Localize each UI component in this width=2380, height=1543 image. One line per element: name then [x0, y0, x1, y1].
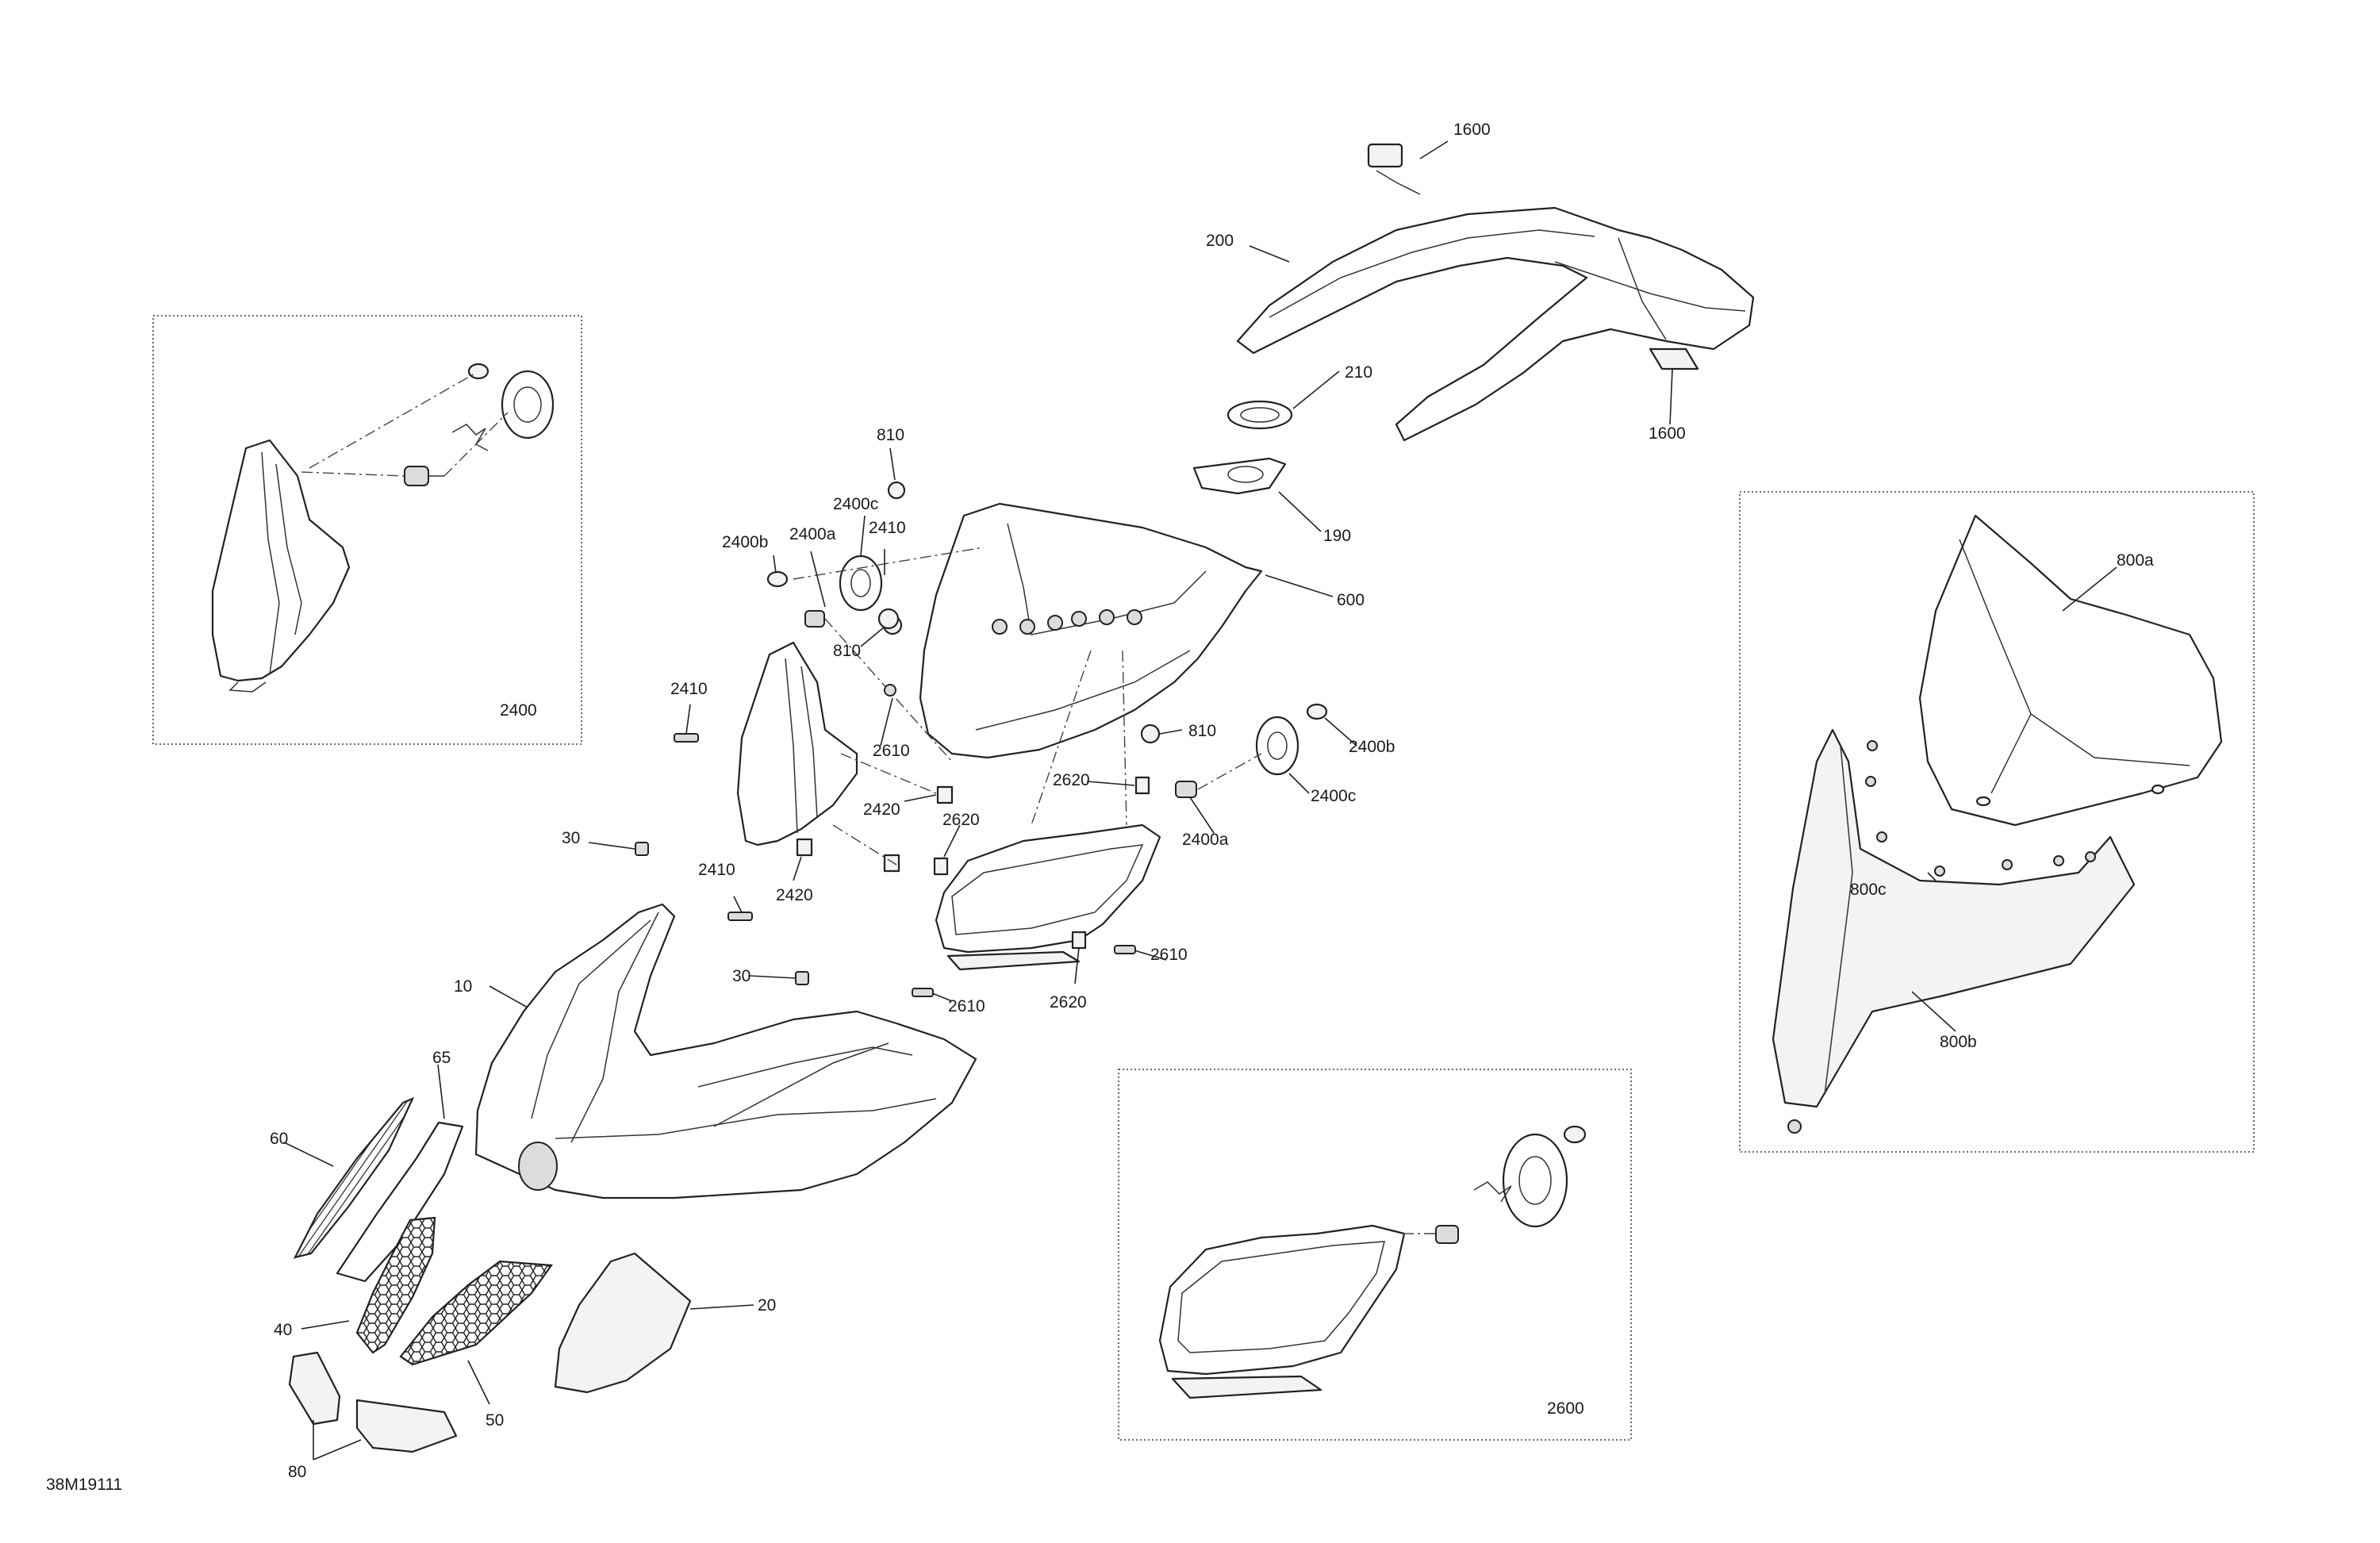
- clip-2420-right: [883, 854, 900, 873]
- reflector-80-lower: [355, 1399, 458, 1453]
- clip-2620-left: [933, 857, 949, 876]
- callout-80: 80: [288, 1463, 306, 1481]
- callout-30-upper: 30: [562, 829, 580, 847]
- left-headlamp-2400: [736, 641, 858, 846]
- callout-10: 10: [454, 977, 472, 996]
- callout-50: 50: [486, 1411, 504, 1430]
- screw-2410-left: [674, 733, 699, 743]
- clip-2620-lower: [1071, 931, 1087, 950]
- inset-2400-label: 2400: [500, 701, 537, 720]
- callout-2420-upper: 2420: [863, 800, 900, 819]
- callout-2400a-left: 2400a: [789, 525, 836, 543]
- callout-1600-bottom: 1600: [1649, 424, 1686, 443]
- callout-2620-upper: 2620: [1053, 771, 1090, 789]
- inset-2400: [152, 315, 582, 745]
- right-headlamp-2600: [935, 823, 1161, 954]
- callout-65: 65: [432, 1049, 451, 1067]
- left-headlamp-housing: [211, 439, 351, 682]
- callout-2410-left: 2410: [670, 680, 708, 698]
- callout-2620-left: 2620: [942, 811, 980, 829]
- callout-2610-right: 2610: [1150, 946, 1188, 964]
- callout-810-top: 810: [877, 426, 904, 444]
- callout-2410-low: 2410: [698, 861, 735, 879]
- bulb-2400a-inset: [404, 466, 429, 486]
- grommet-810-top: [887, 481, 906, 500]
- screw-2610-right: [1114, 945, 1136, 954]
- callout-600: 600: [1337, 591, 1365, 609]
- figure-id: 38M19111: [46, 1476, 122, 1494]
- callout-2400a-right: 2400a: [1182, 831, 1229, 849]
- plate-190: [1192, 457, 1287, 495]
- upper-frame-200: [1236, 206, 1755, 442]
- screw-2410-low: [727, 912, 753, 921]
- trim-65: [336, 1121, 464, 1283]
- callout-810-mid: 810: [833, 642, 861, 660]
- bulb-cap-2400c-inset: [501, 370, 555, 439]
- callout-210: 210: [1345, 363, 1372, 382]
- callout-800c: 800c: [1850, 881, 1887, 899]
- bulb-2600-inset: [1435, 1225, 1459, 1244]
- callout-2610-lower: 2610: [948, 997, 985, 1015]
- bulb-cap-2400c-left: [839, 555, 883, 612]
- bulb-2400a-right: [1175, 781, 1197, 798]
- clip-2620-upper: [1134, 776, 1150, 795]
- callout-800a: 800a: [2117, 551, 2154, 570]
- bulb-2400a-left: [804, 610, 825, 628]
- screw-30-lower: [795, 971, 809, 985]
- screw-30-upper: [635, 842, 649, 856]
- inset-2600-label: 2600: [1547, 1399, 1584, 1418]
- callout-810-right: 810: [1188, 722, 1216, 740]
- inset-800: [1739, 491, 2255, 1153]
- windshield-800a: [1918, 514, 2223, 827]
- callout-labels: 1600 200 210 1600 190 600 810 2400c 2410…: [46, 121, 2154, 1494]
- trim-60: [293, 1096, 415, 1259]
- bulb-cap-2600-inset: [1502, 1133, 1568, 1228]
- bulb-2400b-left: [766, 570, 789, 588]
- windshield-side-panel-800b: [1772, 728, 2136, 1108]
- grille-40: [355, 1216, 436, 1354]
- clip-1600-top: [1367, 143, 1403, 168]
- screw-2610-lower: [912, 988, 934, 997]
- fastener-800c: [1934, 866, 1945, 877]
- callout-190: 190: [1323, 527, 1351, 545]
- clip-2420-upper: [936, 785, 954, 804]
- callout-20: 20: [758, 1296, 776, 1315]
- callout-2400b-left: 2400b: [722, 533, 768, 551]
- leader-lines: [283, 140, 2117, 1460]
- callout-60: 60: [270, 1130, 288, 1148]
- inset-2600: [1118, 1069, 1632, 1441]
- callout-2620-lower: 2620: [1050, 993, 1087, 1011]
- grille-50: [399, 1260, 554, 1366]
- callout-2410-top: 2410: [869, 519, 906, 537]
- callout-1600-top: 1600: [1453, 121, 1491, 139]
- callout-40: 40: [274, 1321, 292, 1339]
- callout-2610-upper: 2610: [873, 742, 910, 760]
- callout-2420-lower: 2420: [776, 886, 813, 904]
- grommet-810-right: [1140, 724, 1161, 744]
- callout-200: 200: [1206, 232, 1234, 250]
- headlamp-support-600: [919, 502, 1263, 759]
- callout-2400c-left: 2400c: [833, 495, 878, 513]
- clip-2420-left: [796, 838, 813, 857]
- bulb-2400b-right: [1306, 703, 1328, 720]
- reflector-80-upper: [288, 1351, 341, 1426]
- screw-2610-upper: [884, 684, 896, 697]
- ring-210: [1226, 400, 1293, 430]
- callout-2400b-right: 2400b: [1349, 738, 1395, 756]
- clip-1600-bottom: [1649, 347, 1699, 370]
- bulb-2400b-inset: [467, 363, 489, 380]
- bulb-cap-2400c-right: [1255, 716, 1299, 776]
- hood-lamp-opening: [518, 1142, 558, 1191]
- callout-2400c-right: 2400c: [1311, 787, 1356, 805]
- cover-20: [554, 1252, 692, 1394]
- callout-800b: 800b: [1940, 1033, 1977, 1051]
- callout-30-lower: 30: [732, 967, 750, 985]
- hood-10: [474, 903, 977, 1199]
